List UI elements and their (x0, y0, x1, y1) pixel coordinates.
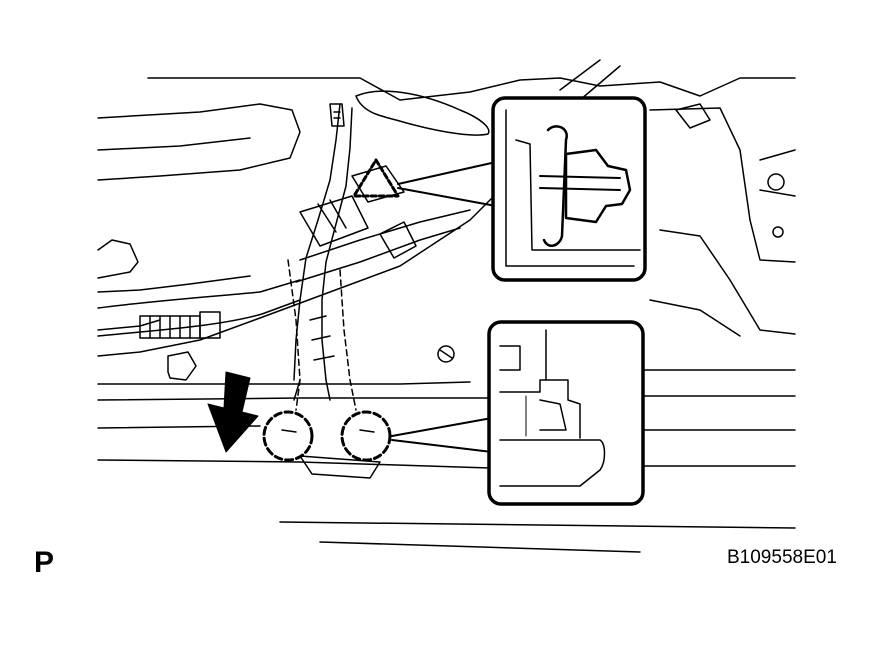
clamp-detail-callout (491, 96, 647, 282)
clip-detail-callout (487, 320, 645, 506)
callout-leader-lower (391, 417, 493, 453)
view-letter: P (34, 546, 55, 579)
harness-routing-guide (287, 259, 357, 411)
clip-bracket (281, 429, 381, 479)
wiring-harness (97, 90, 490, 401)
callout-leader-upper (397, 161, 497, 207)
down-left-arrow-icon (207, 371, 259, 453)
body-panel-outline (97, 59, 796, 553)
dashed-triangle-icon (352, 158, 400, 198)
figure-code: B109558E01 (727, 547, 837, 568)
dashed-circle-icon (262, 410, 392, 462)
